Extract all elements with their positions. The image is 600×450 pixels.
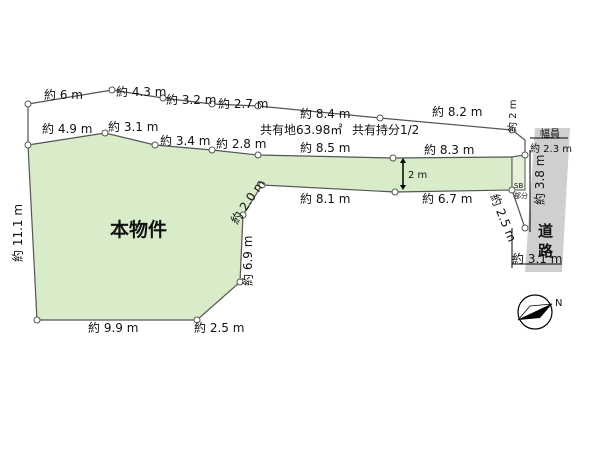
road-label-2: 路	[538, 242, 554, 260]
corridor-arrow-up	[400, 158, 406, 163]
lower-dim-1: 約 8.1 m	[300, 191, 350, 206]
top-dim-6: 約 8.2 m	[432, 104, 482, 119]
mid-dim-1: 約 4.9 m	[42, 121, 92, 136]
top-dim-1: 約 6 m	[44, 87, 83, 102]
inner-vertical-dim: 約 6.9 m	[240, 236, 255, 286]
top-dim-2: 約 4.3 m	[116, 84, 166, 99]
road-area	[525, 128, 570, 272]
road-bottom-label: 約 3.1 m	[512, 251, 562, 266]
property-label: 本物件	[110, 218, 167, 241]
top-dim-3: 約 3.2 m	[166, 92, 216, 107]
bottom-dim-1: 約 9.9 m	[88, 320, 138, 335]
road-height-label: 約 3.8 m	[532, 155, 547, 205]
sb-label-1: SB	[514, 182, 523, 190]
vertex-markers	[24, 86, 529, 324]
corridor-width-label: 2 m	[408, 170, 427, 181]
mid-dim-2: 約 3.1 m	[108, 119, 158, 134]
shared-share-label: 共有持分1/2	[352, 122, 419, 137]
road-width-title: 幅員	[540, 127, 560, 140]
road-label-1: 道	[538, 222, 553, 240]
sb-label-2: 部分	[514, 191, 528, 200]
mid-dim-3: 約 3.4 m	[160, 133, 210, 148]
sb-area	[511, 154, 526, 191]
north-label: N	[555, 298, 562, 309]
top-dim-5: 約 8.4 m	[300, 106, 350, 121]
north-arrow	[517, 294, 553, 330]
mid-dim-6: 約 8.3 m	[424, 142, 474, 157]
lower-right-slope	[511, 189, 526, 229]
shared-land-label: 共有地63.98㎡	[260, 123, 342, 137]
property-lot	[27, 132, 513, 321]
mid-dim-5: 約 8.5 m	[300, 140, 350, 155]
right-2m-label: 約 2 m	[506, 100, 519, 132]
lower-dim-2: 約 6.7 m	[422, 191, 472, 206]
road-width-value: 約 2.3 m	[530, 142, 572, 155]
mid-dim-4: 約 2.8 m	[216, 136, 266, 151]
bottom-dim-2: 約 2.5 m	[194, 320, 244, 335]
top-dim-4: 約 2.7 m	[218, 96, 268, 111]
corridor-arrow-down	[400, 185, 406, 190]
left-dim: 約 11.1 m	[10, 204, 25, 262]
